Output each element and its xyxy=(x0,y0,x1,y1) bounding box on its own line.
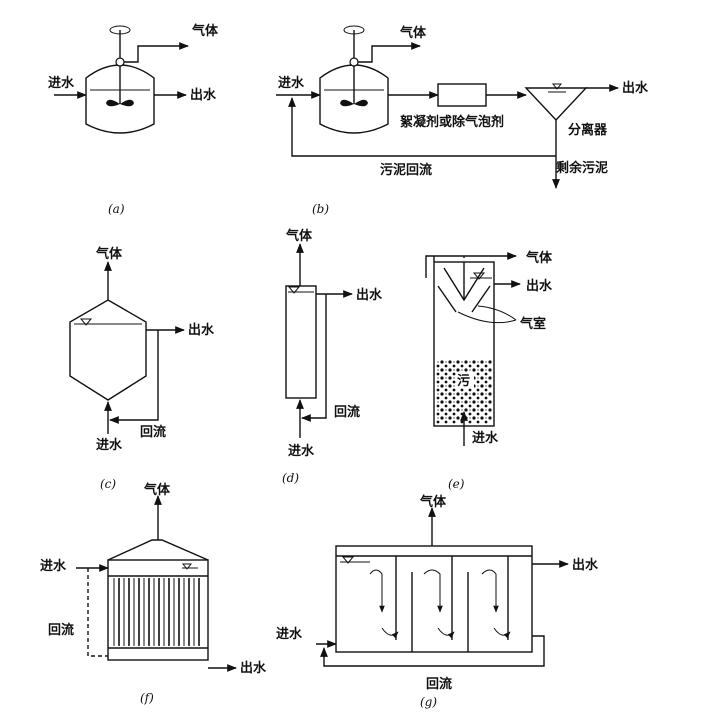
gas-pipe-b xyxy=(354,42,421,63)
caption-b: (b) xyxy=(312,202,329,216)
stirrer-rotation-a xyxy=(109,25,131,35)
gas-label-c: 气体 xyxy=(96,246,123,262)
diagram-b: 气体 进水 出水 絮凝剂或除气泡剂 分离器 污泥回流 剩余污泥 (b) xyxy=(276,25,649,216)
separator-label-b: 分离器 xyxy=(568,122,608,138)
caption-e: (e) xyxy=(448,477,465,491)
diagram-e: 污 气体 出水 气室 进水 (e) xyxy=(425,250,553,491)
inflow-label-f: 进水 xyxy=(40,558,67,574)
caption-a: (a) xyxy=(108,202,125,216)
recycle-label-f: 回流 xyxy=(48,622,74,638)
inflow-label-b: 进水 xyxy=(278,75,305,91)
gas-chamber-pointer-e xyxy=(477,305,517,321)
gas-hood-left-e xyxy=(437,285,457,313)
excess-sludge-label-b: 剩余污泥 xyxy=(556,160,608,176)
outflow-label-f: 出水 xyxy=(240,660,267,676)
recycle-line-f xyxy=(87,568,108,657)
recycle-line-g xyxy=(320,635,545,667)
reactor-body-f xyxy=(107,559,209,661)
gas-line-e xyxy=(425,256,516,300)
gas-label-a: 气体 xyxy=(192,23,219,39)
gas-label-e: 气体 xyxy=(526,250,553,266)
recycle-label-g: 回流 xyxy=(426,676,452,692)
gas-hood-right-e xyxy=(471,285,491,313)
baffles-g xyxy=(395,556,509,652)
sludge-recycle-label-b: 污泥回流 xyxy=(380,162,432,178)
caption-c: (c) xyxy=(100,477,116,491)
inflow-label-c: 进水 xyxy=(96,437,123,453)
outflow-label-a: 出水 xyxy=(190,87,217,103)
separator-b xyxy=(524,87,588,122)
outflow-label-b: 出水 xyxy=(622,80,649,96)
outflow-label-c: 出水 xyxy=(188,322,215,338)
degasifier-box-b xyxy=(437,83,487,107)
recycle-label-d: 回流 xyxy=(334,404,360,420)
digester-a-body xyxy=(85,64,155,134)
inflow-label-e: 进水 xyxy=(472,430,499,446)
caption-d: (d) xyxy=(282,471,299,485)
outflow-label-g: 出水 xyxy=(572,557,599,573)
impeller-a xyxy=(106,99,134,107)
column-d xyxy=(285,285,317,399)
diagram-a: 气体 进水 出水 (a) xyxy=(48,23,219,216)
caption-f: (f) xyxy=(140,691,154,705)
inflow-label-g: 进水 xyxy=(276,626,303,642)
diagram-g: 气体 出水 进水 回流 (g) xyxy=(276,494,599,709)
gas-label-d: 气体 xyxy=(286,228,313,244)
outflow-label-e: 出水 xyxy=(526,278,553,294)
gas-label-b: 气体 xyxy=(400,25,427,41)
recycle-line-d xyxy=(301,294,327,422)
stirrer-rotation-b xyxy=(343,25,365,35)
sludge-label-e: 污 xyxy=(457,373,470,389)
diagram-c: 气体 出水 进水 回流 (c) xyxy=(69,246,215,491)
sludge-recycle-line-b xyxy=(288,97,556,157)
caption-g: (g) xyxy=(420,695,437,709)
digester-b-body xyxy=(319,64,389,134)
recycle-line-c xyxy=(109,330,159,424)
inflow-label-a: 进水 xyxy=(48,75,75,91)
baffled-tank-g xyxy=(335,545,533,653)
recycle-label-c: 回流 xyxy=(140,424,166,440)
flocculant-label-b: 絮凝剂或除气泡剂 xyxy=(400,114,504,130)
roof-f xyxy=(107,539,209,561)
outflow-label-d: 出水 xyxy=(356,287,383,303)
diagram-d: 气体 出水 回流 进水 (d) xyxy=(282,228,383,485)
vessel-c xyxy=(69,299,147,401)
gas-label-g: 气体 xyxy=(420,494,447,510)
diagram-f: 气体 进水 回流 出水 (f) xyxy=(40,482,267,705)
gas-pipe-a xyxy=(120,42,189,63)
gas-label-f: 气体 xyxy=(144,482,171,498)
inflow-label-d: 进水 xyxy=(288,443,315,459)
fixed-media-f xyxy=(113,578,200,646)
gas-chamber-label-e: 气室 xyxy=(520,316,546,332)
impeller-b xyxy=(340,99,368,107)
flow-arrows-g xyxy=(369,569,511,639)
